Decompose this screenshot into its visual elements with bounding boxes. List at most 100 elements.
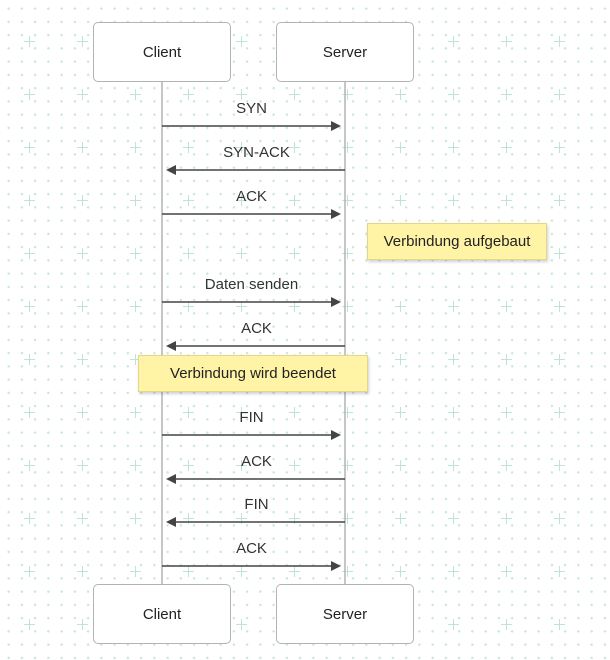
grid-plus-mark bbox=[236, 407, 247, 418]
grid-plus-mark bbox=[289, 407, 300, 418]
grid-plus-mark bbox=[236, 566, 247, 577]
grid-plus-mark bbox=[501, 142, 512, 153]
grid-plus-mark bbox=[395, 301, 406, 312]
grid-plus-mark bbox=[77, 513, 88, 524]
grid-plus-mark bbox=[342, 142, 353, 153]
arrowhead-icon bbox=[331, 297, 341, 307]
grid-plus-mark bbox=[395, 566, 406, 577]
client-participant-bottom[interactable]: Client bbox=[93, 584, 231, 644]
grid-plus-mark bbox=[24, 89, 35, 100]
server-participant-bottom[interactable]: Server bbox=[276, 584, 414, 644]
grid-plus-mark bbox=[77, 301, 88, 312]
grid-plus-mark bbox=[77, 89, 88, 100]
note-label: Verbindung wird beendet bbox=[170, 365, 336, 382]
grid-plus-mark bbox=[554, 89, 565, 100]
grid-plus-mark bbox=[501, 460, 512, 471]
grid-plus-mark bbox=[448, 301, 459, 312]
grid-plus-mark bbox=[501, 89, 512, 100]
grid-plus-mark bbox=[342, 407, 353, 418]
grid-plus-mark bbox=[236, 619, 247, 630]
grid-plus-mark bbox=[130, 354, 141, 365]
grid-plus-mark bbox=[342, 460, 353, 471]
grid-plus-mark bbox=[77, 248, 88, 259]
client-participant-label: Client bbox=[142, 605, 182, 623]
grid-plus-mark bbox=[183, 301, 194, 312]
message-label: FIN bbox=[244, 496, 269, 513]
grid-plus-mark bbox=[130, 301, 141, 312]
grid-plus-mark bbox=[183, 566, 194, 577]
grid-plus-mark bbox=[24, 248, 35, 259]
grid-plus-mark bbox=[554, 566, 565, 577]
grid-plus-mark bbox=[554, 195, 565, 206]
grid-plus-mark bbox=[236, 142, 247, 153]
server-participant-top[interactable]: Server bbox=[276, 22, 414, 82]
grid-plus-mark bbox=[183, 142, 194, 153]
arrowhead-icon bbox=[331, 561, 341, 571]
grid-plus-mark bbox=[554, 513, 565, 524]
grid-plus-mark bbox=[183, 248, 194, 259]
grid-plus-mark bbox=[342, 248, 353, 259]
arrowhead-icon bbox=[331, 121, 341, 131]
grid-plus-mark bbox=[24, 513, 35, 524]
grid-plus-mark bbox=[448, 195, 459, 206]
grid-plus-mark bbox=[395, 195, 406, 206]
grid-plus-mark bbox=[77, 354, 88, 365]
grid-plus-mark bbox=[448, 460, 459, 471]
grid-plus-mark bbox=[289, 89, 300, 100]
grid-plus-mark bbox=[395, 460, 406, 471]
message-label: ACK bbox=[241, 453, 272, 470]
grid-plus-mark bbox=[448, 407, 459, 418]
note-connection-closing[interactable]: Verbindung wird beendet bbox=[138, 355, 368, 392]
note-connection-established[interactable]: Verbindung aufgebaut bbox=[367, 223, 547, 260]
grid-plus-mark bbox=[395, 354, 406, 365]
grid-plus-mark bbox=[236, 301, 247, 312]
grid-plus-mark bbox=[554, 142, 565, 153]
grid-plus-mark bbox=[342, 301, 353, 312]
grid-plus-mark bbox=[501, 301, 512, 312]
grid-plus-mark bbox=[554, 36, 565, 47]
grid-plus-mark bbox=[554, 407, 565, 418]
grid-plus-mark bbox=[501, 36, 512, 47]
grid-plus-mark bbox=[77, 36, 88, 47]
arrowhead-icon bbox=[166, 341, 176, 351]
grid-plus-mark bbox=[77, 460, 88, 471]
grid-plus-mark bbox=[554, 301, 565, 312]
grid-plus-mark bbox=[130, 513, 141, 524]
grid-plus-mark bbox=[448, 566, 459, 577]
grid-plus-mark bbox=[501, 195, 512, 206]
grid-plus-mark bbox=[24, 407, 35, 418]
grid-plus-mark bbox=[24, 354, 35, 365]
grid-plus-mark bbox=[130, 195, 141, 206]
grid-plus-mark bbox=[130, 407, 141, 418]
grid-plus-mark bbox=[183, 460, 194, 471]
grid-plus-mark bbox=[236, 513, 247, 524]
grid-plus-mark bbox=[130, 566, 141, 577]
grid-plus-mark bbox=[501, 407, 512, 418]
grid-plus-mark bbox=[77, 142, 88, 153]
grid-plus-mark bbox=[395, 407, 406, 418]
server-participant-label: Server bbox=[322, 605, 368, 623]
arrowhead-icon bbox=[166, 517, 176, 527]
grid-plus-mark bbox=[448, 36, 459, 47]
grid-plus-mark bbox=[289, 301, 300, 312]
grid-plus-mark bbox=[342, 566, 353, 577]
grid-plus-mark bbox=[183, 89, 194, 100]
grid-plus-mark bbox=[395, 89, 406, 100]
grid-plus-mark bbox=[183, 195, 194, 206]
grid-plus-mark bbox=[236, 195, 247, 206]
grid-plus-mark bbox=[395, 142, 406, 153]
grid-plus-mark bbox=[342, 195, 353, 206]
grid-plus-mark bbox=[236, 460, 247, 471]
grid-plus-mark bbox=[501, 354, 512, 365]
grid-plus-mark bbox=[448, 142, 459, 153]
grid-plus-mark bbox=[448, 354, 459, 365]
message-label: ACK bbox=[236, 540, 267, 557]
client-participant-label: Client bbox=[142, 43, 182, 61]
arrowhead-icon bbox=[331, 209, 341, 219]
grid-plus-mark bbox=[236, 89, 247, 100]
grid-plus-mark bbox=[554, 354, 565, 365]
grid-plus-mark bbox=[130, 460, 141, 471]
message-label: SYN bbox=[236, 100, 267, 117]
client-participant-top[interactable]: Client bbox=[93, 22, 231, 82]
